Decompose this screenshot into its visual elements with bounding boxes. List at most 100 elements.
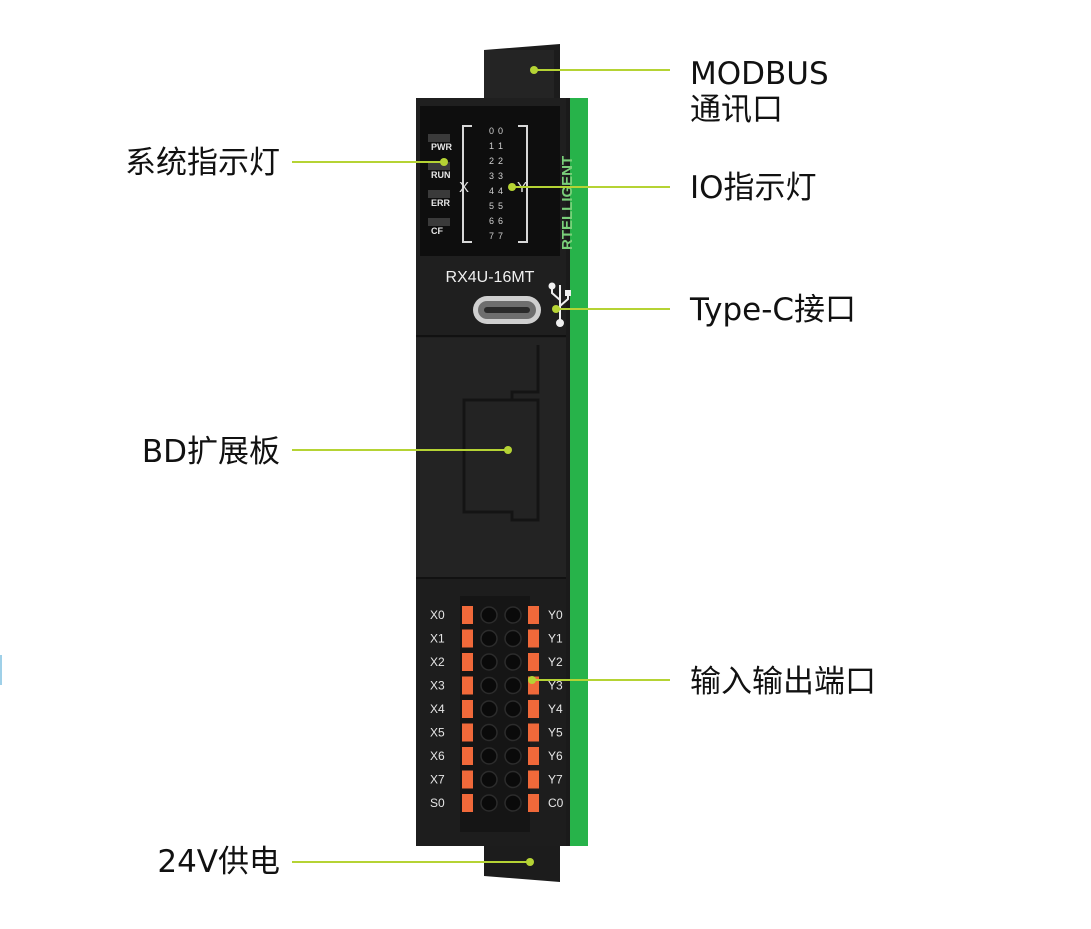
io-side-x: X (459, 179, 469, 196)
io-led-number-y: 2 (498, 156, 503, 166)
io-led-number-x: 7 (489, 231, 494, 241)
brand-vertical: RTELLIGENT (559, 156, 576, 250)
input-wire-hole (480, 653, 498, 671)
input-label: X4 (430, 702, 445, 716)
input-wire-hole (480, 700, 498, 718)
output-label: Y1 (548, 632, 563, 646)
output-release-tab (528, 770, 539, 789)
output-release-tab (528, 700, 539, 718)
callout-modbus-line2: 通讯口 (690, 92, 783, 128)
output-release-tab (528, 747, 539, 765)
input-label: X2 (430, 655, 445, 669)
callout-io-led: IO指示灯 (690, 170, 817, 206)
output-release-tab (528, 723, 539, 742)
bd-board-cover (416, 338, 566, 578)
output-release-tab (528, 794, 539, 812)
io-led-number-y: 5 (498, 201, 503, 211)
output-label: Y0 (548, 608, 563, 622)
input-label: X3 (430, 679, 445, 693)
input-wire-hole (480, 794, 498, 812)
io-led-number-x: 4 (489, 186, 494, 196)
io-led-bracket (462, 125, 528, 243)
output-wire-hole (504, 676, 522, 695)
output-label: Y5 (548, 726, 563, 740)
callout-power: 24V供电 (157, 844, 280, 880)
callout-modbus: MODBUS 通讯口 (690, 56, 829, 128)
typec-port (473, 296, 541, 324)
output-release-tab (528, 676, 539, 695)
leader-dots (440, 66, 560, 866)
input-release-tab (462, 794, 473, 812)
input-release-tab (462, 676, 473, 695)
output-label: C0 (548, 796, 564, 810)
model-label: RX4U-16MT (446, 269, 535, 286)
callout-system-led: 系统指示灯 (125, 145, 280, 181)
io-led-number-y: 4 (498, 186, 503, 196)
io-led-number-x: 2 (489, 156, 494, 166)
status-led-pwr (428, 134, 450, 142)
left-edge-mark (0, 655, 2, 685)
io-led-number-y: 0 (498, 126, 503, 136)
output-wire-hole (504, 747, 522, 765)
led-window (420, 106, 560, 256)
output-label: Y6 (548, 749, 563, 763)
io-led-number-y: 6 (498, 216, 503, 226)
io-led-number-x: 6 (489, 216, 494, 226)
input-release-tab (462, 747, 473, 765)
io-led-number-y: 1 (498, 141, 503, 151)
callout-modbus-line1: MODBUS (690, 56, 829, 92)
output-label: Y2 (548, 655, 563, 669)
io-led-number-x: 5 (489, 201, 494, 211)
usb-icon (548, 282, 571, 327)
callout-typec: Type-C接口 (690, 292, 857, 328)
callout-bd-board: BD扩展板 (141, 434, 280, 470)
output-wire-hole (504, 770, 522, 789)
input-label: S0 (430, 796, 445, 810)
output-release-tab (528, 606, 539, 624)
input-wire-hole (480, 723, 498, 742)
input-wire-hole (480, 747, 498, 765)
callout-io-ports: 输入输出端口 (690, 664, 876, 700)
output-label: Y7 (548, 773, 563, 787)
io-led-number-y: 7 (498, 231, 503, 241)
output-release-tab (528, 653, 539, 671)
output-wire-hole (504, 629, 522, 648)
input-wire-hole (480, 770, 498, 789)
output-wire-hole (504, 700, 522, 718)
output-release-tab (528, 629, 539, 648)
input-label: X6 (430, 749, 445, 763)
status-led-cf (428, 218, 450, 226)
modbus-connector (484, 44, 560, 100)
io-led-number-x: 1 (489, 141, 494, 151)
output-label: Y3 (548, 679, 563, 693)
output-wire-hole (504, 653, 522, 671)
output-wire-hole (504, 723, 522, 742)
status-led-label: CF (431, 226, 443, 236)
io-led-number-x: 0 (489, 126, 494, 136)
status-led-label: ERR (431, 198, 451, 208)
input-release-tab (462, 606, 473, 624)
input-release-tab (462, 770, 473, 789)
input-wire-hole (480, 629, 498, 648)
input-label: X5 (430, 726, 445, 740)
input-release-tab (462, 700, 473, 718)
io-led-number-x: 3 (489, 171, 494, 181)
input-release-tab (462, 653, 473, 671)
io-led-number-y: 3 (498, 171, 503, 181)
output-wire-hole (504, 794, 522, 812)
status-led-run (428, 162, 450, 170)
input-wire-hole (480, 676, 498, 695)
output-label: Y4 (548, 702, 563, 716)
output-wire-hole (504, 606, 522, 624)
status-led-err (428, 190, 450, 198)
leader-lines (292, 69, 670, 863)
input-wire-hole (480, 606, 498, 624)
input-label: X1 (430, 632, 445, 646)
status-led-label: RUN (431, 170, 451, 180)
input-label: X0 (430, 608, 445, 622)
input-label: X7 (430, 773, 445, 787)
